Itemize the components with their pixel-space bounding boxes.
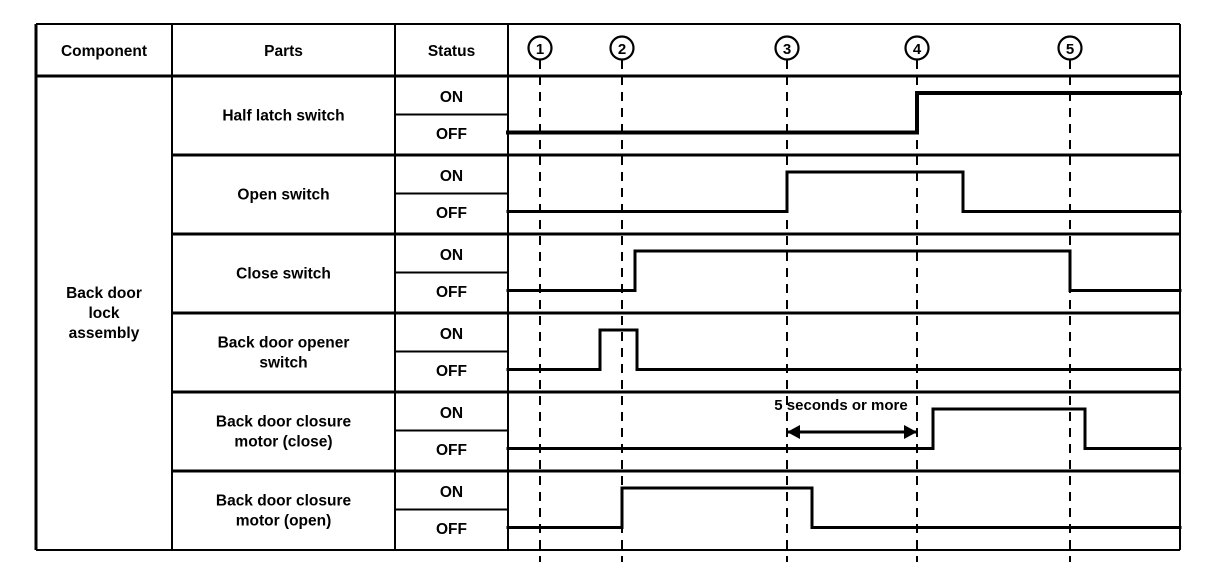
header-parts: Parts	[264, 43, 303, 60]
waveform-back-door-opener-switch	[506, 328, 1182, 371]
waveform-back-door-closure-motor-close	[506, 407, 1182, 450]
waveform-back-door-closure-motor-open	[506, 486, 1182, 529]
status-off-label-close-switch: OFF	[436, 284, 467, 301]
header-component: Component	[61, 43, 147, 60]
annotation-arrowhead-left	[787, 425, 800, 439]
component-label-group: Back door lock assembly	[66, 285, 142, 342]
parts-label-open-switch: Open switch	[237, 187, 329, 204]
marker-circle-m4	[904, 35, 930, 61]
status-on-label-half-latch-switch: ON	[440, 89, 463, 106]
status-on-label-close-switch: ON	[440, 247, 463, 264]
status-on-label-back-door-closure-motor-close: ON	[440, 405, 463, 422]
parts-label-back-door-closure-motor-open: motor (open)	[236, 513, 332, 530]
marker-circle-m5	[1057, 35, 1083, 61]
component-label-line: lock	[88, 305, 119, 322]
status-off-label-back-door-closure-motor-open: OFF	[436, 521, 467, 538]
parts-label-close-switch: Close switch	[236, 266, 331, 283]
parts-label-back-door-closure-motor-close: Back door closure	[216, 414, 352, 431]
status-off-label-back-door-closure-motor-close: OFF	[436, 442, 467, 459]
waveform-close-switch	[506, 249, 1182, 292]
marker-circle-m3	[774, 35, 800, 61]
header-status: Status	[428, 43, 475, 60]
parts-label-back-door-opener-switch: switch	[259, 355, 307, 372]
marker-label-m1: 1	[536, 41, 544, 58]
component-label-line: assembly	[69, 325, 140, 342]
marker-label-m3: 3	[783, 41, 791, 58]
waveform-half-latch-switch	[505, 90, 1183, 135]
parts-label-back-door-closure-motor-open: Back door closure	[216, 493, 352, 510]
status-on-label-back-door-opener-switch: ON	[440, 326, 463, 343]
parts-label-half-latch-switch: Half latch switch	[222, 108, 344, 125]
component-label-line: Back door	[66, 285, 142, 302]
marker-label-m4: 4	[913, 41, 922, 58]
marker-label-m2: 2	[618, 41, 626, 58]
status-off-label-back-door-opener-switch: OFF	[436, 363, 467, 380]
annotation-arrowhead-right	[904, 425, 917, 439]
status-off-label-open-switch: OFF	[436, 205, 467, 222]
parts-label-back-door-opener-switch: Back door opener	[218, 335, 350, 352]
marker-circle-m2	[609, 35, 635, 61]
status-off-label-half-latch-switch: OFF	[436, 126, 467, 143]
annotation-label: 5 seconds or more	[774, 397, 907, 414]
status-on-label-back-door-closure-motor-open: ON	[440, 484, 463, 501]
parts-label-back-door-closure-motor-close: motor (close)	[234, 434, 332, 451]
marker-label-m5: 5	[1066, 41, 1074, 58]
marker-circle-m1	[527, 35, 553, 61]
waveform-open-switch	[506, 170, 1182, 213]
status-on-label-open-switch: ON	[440, 168, 463, 185]
